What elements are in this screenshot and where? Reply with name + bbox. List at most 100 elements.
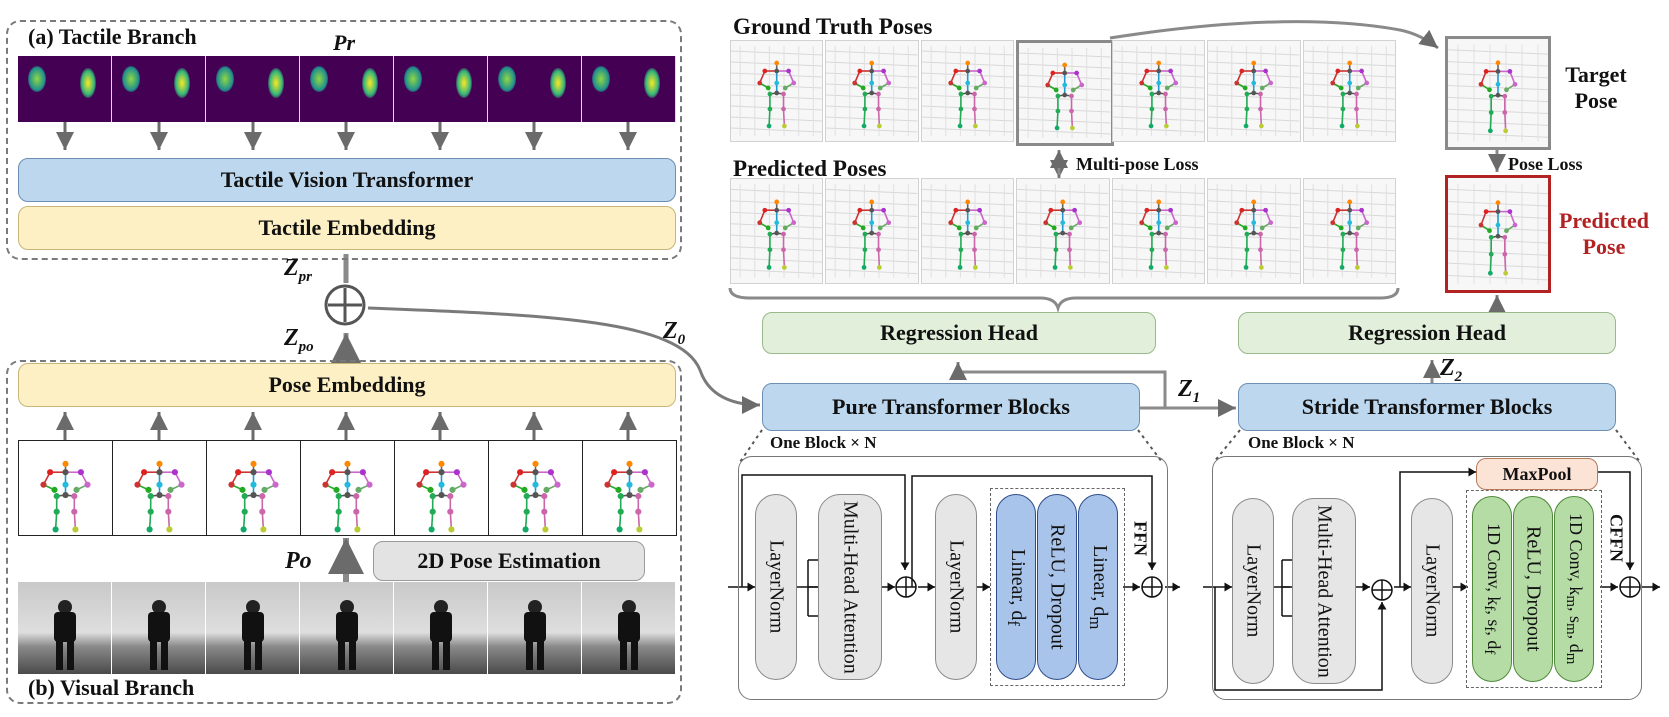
regression-head-right-label: Regression Head [1348,320,1506,345]
stride-block-detail [1212,456,1642,700]
pose-2d-frame [112,440,207,536]
pose-2d-frame [488,440,583,536]
pose-embedding-label: Pose Embedding [268,372,426,397]
po-label: Po [285,548,312,574]
pure-layernorm-2: LayerNorm [935,494,977,680]
ffn-group [990,488,1125,686]
video-frame [206,582,300,674]
video-frame [18,582,112,674]
pose-2d-frame [206,440,301,536]
gt-pose-plot [1207,40,1301,142]
predicted-pose-plot-item [1111,178,1206,284]
predicted-poses-title: Predicted Poses [733,156,887,181]
pose-embedding: Pose Embedding [18,363,676,407]
z-po-label: Zpo [284,325,314,355]
regression-head-left-label: Regression Head [880,320,1038,345]
predicted-pose-plot [1445,175,1551,293]
visual-branch-title: (b) Visual Branch [28,675,195,701]
tactile-arrows [56,122,637,150]
tactile-pressure-strip [18,56,676,126]
gt-pose-plot [920,40,1015,142]
pose-2d-frame [582,440,677,536]
tactile-frame [488,56,582,122]
stride-layernorm-1: LayerNorm [1232,498,1274,684]
video-frame [300,582,394,674]
pose-estimation-box: 2D Pose Estimation [373,541,645,581]
predicted-pose-plot-item [825,178,919,284]
predicted-pose-plot-item [1207,178,1301,284]
predicted-pose-plot-item [920,178,1015,284]
pose-2d-frame [394,440,489,536]
cffn-label: CFFN [1606,514,1627,562]
predicted-pose-plot-item [730,178,824,284]
stride-multi-head-attention: Multi-Head Attention [1292,498,1356,684]
pose-loss-label: Pose Loss [1508,154,1583,174]
ffn-label: FFN [1130,520,1151,556]
gt-pose-plot [1111,40,1206,142]
pose-2d-strip [18,440,677,536]
stride-transformer-label: Stride Transformer Blocks [1301,394,1553,419]
gt-pose-plot [1016,40,1114,146]
visual-branch [6,360,682,704]
pure-transformer-blocks: Pure Transformer Blocks [762,383,1140,431]
relu-dropout-pure: ReLU, Dropout [1037,494,1077,680]
tactile-branch [6,20,682,260]
linear-dm: Linear, dm [1078,494,1118,680]
stride-block-repeat: One Block × N [1248,433,1355,452]
z0-label: Z0 [663,318,686,348]
stride-layernorm-2: LayerNorm [1411,498,1453,684]
stride-transformer-blocks: Stride Transformer Blocks [1238,383,1616,431]
pure-multi-head-attention: Multi-Head Attention [818,494,882,680]
tactile-frame [300,56,394,122]
target-pose-plot [1445,36,1551,150]
multi-pose-loss-label: Multi-pose Loss [1076,154,1199,174]
video-frame-strip [18,582,676,674]
gt-pose-plot [1302,40,1396,142]
maxpool-box: MaxPool [1476,458,1598,490]
pr-label: Pr [333,30,355,55]
predicted-row [730,178,1398,288]
fusion-add-icon [323,283,367,327]
pure-transformer-label: Pure Transformer Blocks [832,394,1070,419]
tactile-vision-transformer: Tactile Vision Transformer [18,158,676,202]
tactile-frame [582,56,676,122]
pose-estimation-label: 2D Pose Estimation [417,548,601,573]
video-frame [488,582,582,674]
relu-dropout-stride: ReLU, Dropout [1513,496,1553,682]
pure-block-detail [738,456,1168,700]
tactile-embedding-label: Tactile Embedding [258,215,436,240]
tactile-frame [394,56,488,122]
tactile-branch-title: (a) Tactile Branch [28,24,197,49]
video-frame [112,582,206,674]
tactile-frame [112,56,206,122]
conv-kf: 1D Conv, kf, sf, df [1472,496,1512,682]
video-frame [582,582,676,674]
pose-2d-frame [300,440,395,536]
tactile-embedding: Tactile Embedding [18,206,676,250]
video-frame [394,582,488,674]
z1-label: Z1 [1178,376,1201,406]
z2-label: Z2 [1440,355,1463,385]
regression-head-right: Regression Head [1238,312,1616,354]
gt-poses-title: Ground Truth Poses [733,14,933,39]
ground-truth-row [730,40,1398,146]
linear-df: Linear, df [996,494,1036,680]
tactile-vit-label: Tactile Vision Transformer [220,167,474,192]
pure-block-repeat: One Block × N [770,433,877,452]
cffn-group [1466,490,1602,688]
regression-head-left: Regression Head [762,312,1156,354]
pure-layernorm-1: LayerNorm [755,494,797,680]
z-pr-label: Zpr [284,255,313,285]
pose-2d-frame [18,440,113,536]
tactile-frame [206,56,300,122]
conv-km: 1D Conv, km, sm, dm [1554,496,1594,682]
tactile-frame [18,56,112,122]
gt-pose-plot [825,40,919,142]
gt-pose-plot [730,40,824,142]
predicted-pose-plot-item [1302,178,1396,284]
pose-arrows [56,412,637,440]
predicted-pose-plot-item [1016,178,1110,284]
